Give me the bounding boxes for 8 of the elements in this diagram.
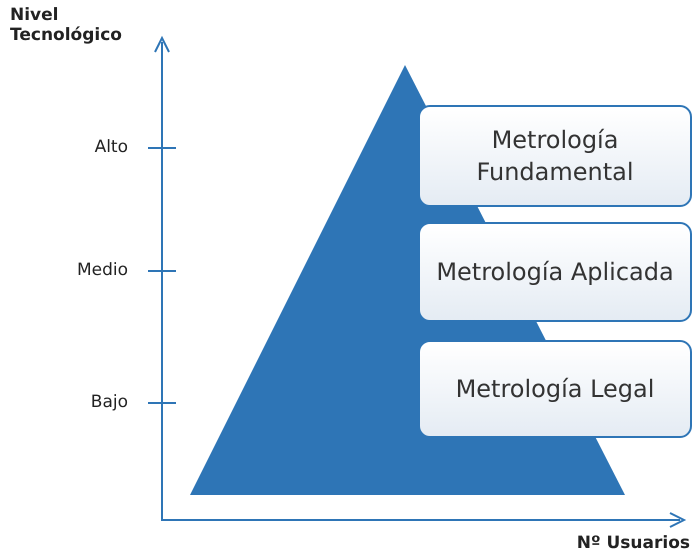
level-box: Metrología Legal bbox=[418, 340, 692, 438]
axis-title: Nº Usuarios bbox=[576, 533, 690, 553]
level-box: Metrología Aplicada bbox=[418, 222, 692, 322]
tick-label: Bajo bbox=[90, 392, 128, 412]
level-box: Metrología Fundamental bbox=[418, 105, 692, 207]
tick-label: Medio bbox=[76, 260, 128, 280]
axis-title: Nivel Tecnológico bbox=[10, 5, 123, 45]
tick-label: Alto bbox=[94, 137, 128, 157]
